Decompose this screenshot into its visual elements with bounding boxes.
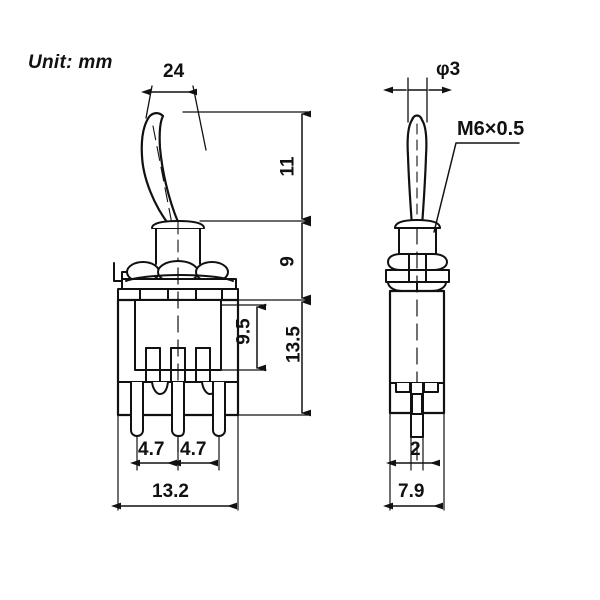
dim-label-4-7-right: 4.7 [180,439,207,460]
dim-label-9-5: 9.5 [233,318,255,345]
unit-note: Unit: mm [28,52,113,73]
dim-label-9: 9 [277,256,299,267]
front-bushing [151,220,205,265]
ext-lines-pitch [117,414,239,511]
front-lever-centerline [152,125,173,225]
dim-label-2: 2 [410,439,421,460]
front-terminal-ribs [145,347,211,383]
dim-label-13-2: 13.2 [152,481,189,502]
dim-label-phi3: φ3 [436,59,461,80]
dim-label-4-7-left: 4.7 [138,439,165,460]
thread-label-m6: M6×0.5 [457,118,525,140]
side-terminal-blade [410,382,424,438]
front-lever [140,112,180,228]
dim-label-13-5: 13.5 [283,326,305,363]
dim-label-7-9: 7.9 [398,481,425,502]
front-body-inner [134,299,222,371]
side-lever [406,114,428,228]
thread-leader-line [433,142,520,233]
ext-lines-phi3 [407,77,428,123]
dim-label-24: 24 [163,61,185,82]
dim-label-11: 11 [277,156,299,177]
